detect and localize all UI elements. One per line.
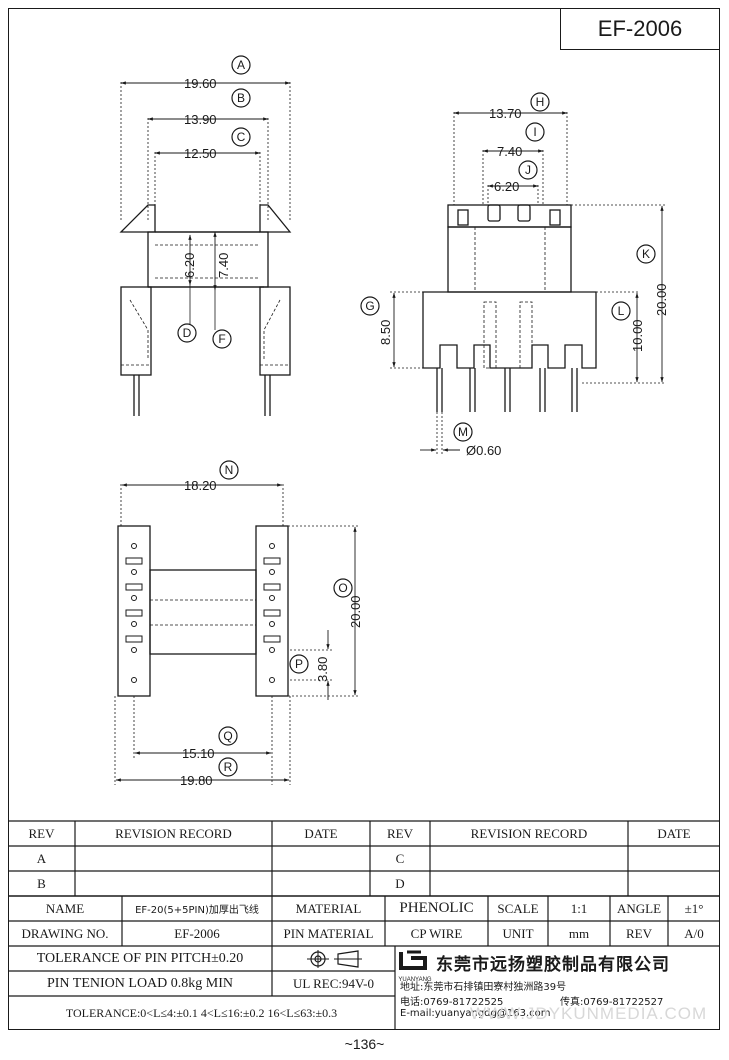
pin-tension: PIN TENION LOAD 0.8kg MIN — [46, 975, 233, 991]
rev-header-1: REV — [28, 825, 55, 841]
unit-label: UNIT — [502, 925, 534, 941]
company-address: 地址:东莞市石排镇田寮村独洲路39号 — [400, 982, 567, 993]
dim-6-20: 6.20 — [182, 253, 197, 278]
callout-p: P — [295, 657, 303, 671]
dim-8-50: 8.50 — [378, 320, 393, 345]
scale-label: SCALE — [497, 900, 539, 916]
unit-value: mm — [568, 925, 590, 941]
tolerance-pitch: TOLERANCE OF PIN PITCH±0.20 — [36, 950, 244, 966]
dim-3-80: 3.80 — [315, 657, 330, 682]
dim-pin-diameter: Ø0.60 — [466, 443, 501, 458]
callout-k: K — [642, 247, 650, 261]
revision-record-header-1: REVISION RECORD — [115, 825, 232, 841]
callout-a: A — [237, 58, 245, 72]
dim-20-00-side: 20.00 — [654, 283, 669, 316]
general-tolerance: TOLERANCE:0<L≤4:±0.1 4<L≤16:±0.2 16<L≤63… — [65, 1005, 338, 1020]
bottom-view — [114, 483, 360, 785]
pin-material-label: PIN MATERIAL — [283, 925, 374, 941]
side-view — [390, 111, 665, 455]
watermark: WWW.JDYKUNMEDIA.COM — [470, 1004, 708, 1023]
page-number: ~136~ — [344, 1036, 385, 1052]
engineering-drawings: A B C D F H I J K G L M N O P Q R 19.60 … — [114, 55, 669, 788]
revision-record-header-2: REVISION RECORD — [470, 825, 588, 841]
pin-material-value: CP WIRE — [410, 925, 463, 941]
dim-10-00: 10.00 — [630, 319, 645, 352]
dim-13-70: 13.70 — [489, 106, 522, 121]
dim-19-80: 19.80 — [180, 773, 213, 788]
dim-6-20-side: 6.20 — [494, 179, 519, 194]
callout-q: Q — [223, 729, 232, 743]
dim-20-00-bottom: 20.00 — [348, 595, 363, 628]
callout-b: B — [237, 91, 245, 105]
logo-text: YUANYANG — [398, 977, 432, 983]
callout-d: D — [183, 326, 192, 340]
scale-value: 1:1 — [570, 900, 588, 916]
angle-value: ±1° — [684, 900, 704, 916]
company-logo: YUANYANG — [397, 950, 433, 983]
rev-value: A/0 — [684, 925, 704, 941]
ul-rec: UL REC:94V-0 — [292, 975, 374, 991]
rev-row-c: C — [395, 850, 405, 866]
material-label: MATERIAL — [295, 900, 362, 916]
dim-12-50: 12.50 — [184, 146, 217, 161]
callout-r: R — [224, 760, 233, 774]
name-label: NAME — [45, 900, 85, 916]
company-email: E-mail:yuanyangdg@163.com — [400, 1008, 551, 1019]
rev-row-a: A — [36, 850, 47, 866]
part-number-box: EF-2006 — [560, 8, 720, 50]
front-view — [119, 81, 292, 416]
callout-j: J — [525, 163, 531, 177]
drawing-no-label: DRAWING NO. — [21, 925, 109, 941]
rev-row-b: B — [37, 875, 46, 891]
rev-label: REV — [626, 925, 652, 941]
dim-19-60: 19.60 — [184, 76, 217, 91]
callout-h: H — [536, 95, 545, 109]
name-value: EF-20(5+5PIN)加厚出飞线 — [135, 905, 259, 916]
angle-label: ANGLE — [616, 900, 662, 916]
dim-15-10: 15.10 — [182, 746, 215, 761]
dim-13-90: 13.90 — [184, 112, 217, 127]
dim-7-40-side: 7.40 — [497, 144, 522, 159]
dim-18-20: 18.20 — [184, 478, 217, 493]
callout-o: O — [338, 581, 347, 595]
projection-symbol — [272, 946, 395, 971]
dim-7-40: 7.40 — [216, 253, 231, 278]
company-fax: 传真:0769-81722527 — [560, 997, 664, 1008]
callout-g: G — [365, 299, 374, 313]
date-header-1: DATE — [304, 825, 338, 841]
rev-header-2: REV — [387, 825, 413, 841]
part-number: EF-2006 — [597, 16, 683, 41]
callout-f: F — [218, 332, 225, 346]
callout-l: L — [618, 304, 625, 318]
material-value: PHENOLIC — [399, 900, 474, 916]
callout-m: M — [458, 425, 468, 439]
rev-row-d: D — [395, 875, 405, 891]
third-angle-projection-icon — [306, 949, 362, 968]
company-name: 东莞市远扬塑胶制品有限公司 — [436, 955, 670, 975]
callout-n: N — [225, 463, 234, 477]
company-phone: 电话:0769-81722525 — [400, 997, 504, 1008]
date-header-2: DATE — [657, 825, 691, 841]
callout-i: I — [533, 125, 536, 139]
drawing-no-value: EF-2006 — [174, 925, 220, 941]
yuanyang-logo-icon — [399, 950, 427, 970]
callout-c: C — [237, 130, 246, 144]
drawing-frame — [8, 8, 720, 1030]
